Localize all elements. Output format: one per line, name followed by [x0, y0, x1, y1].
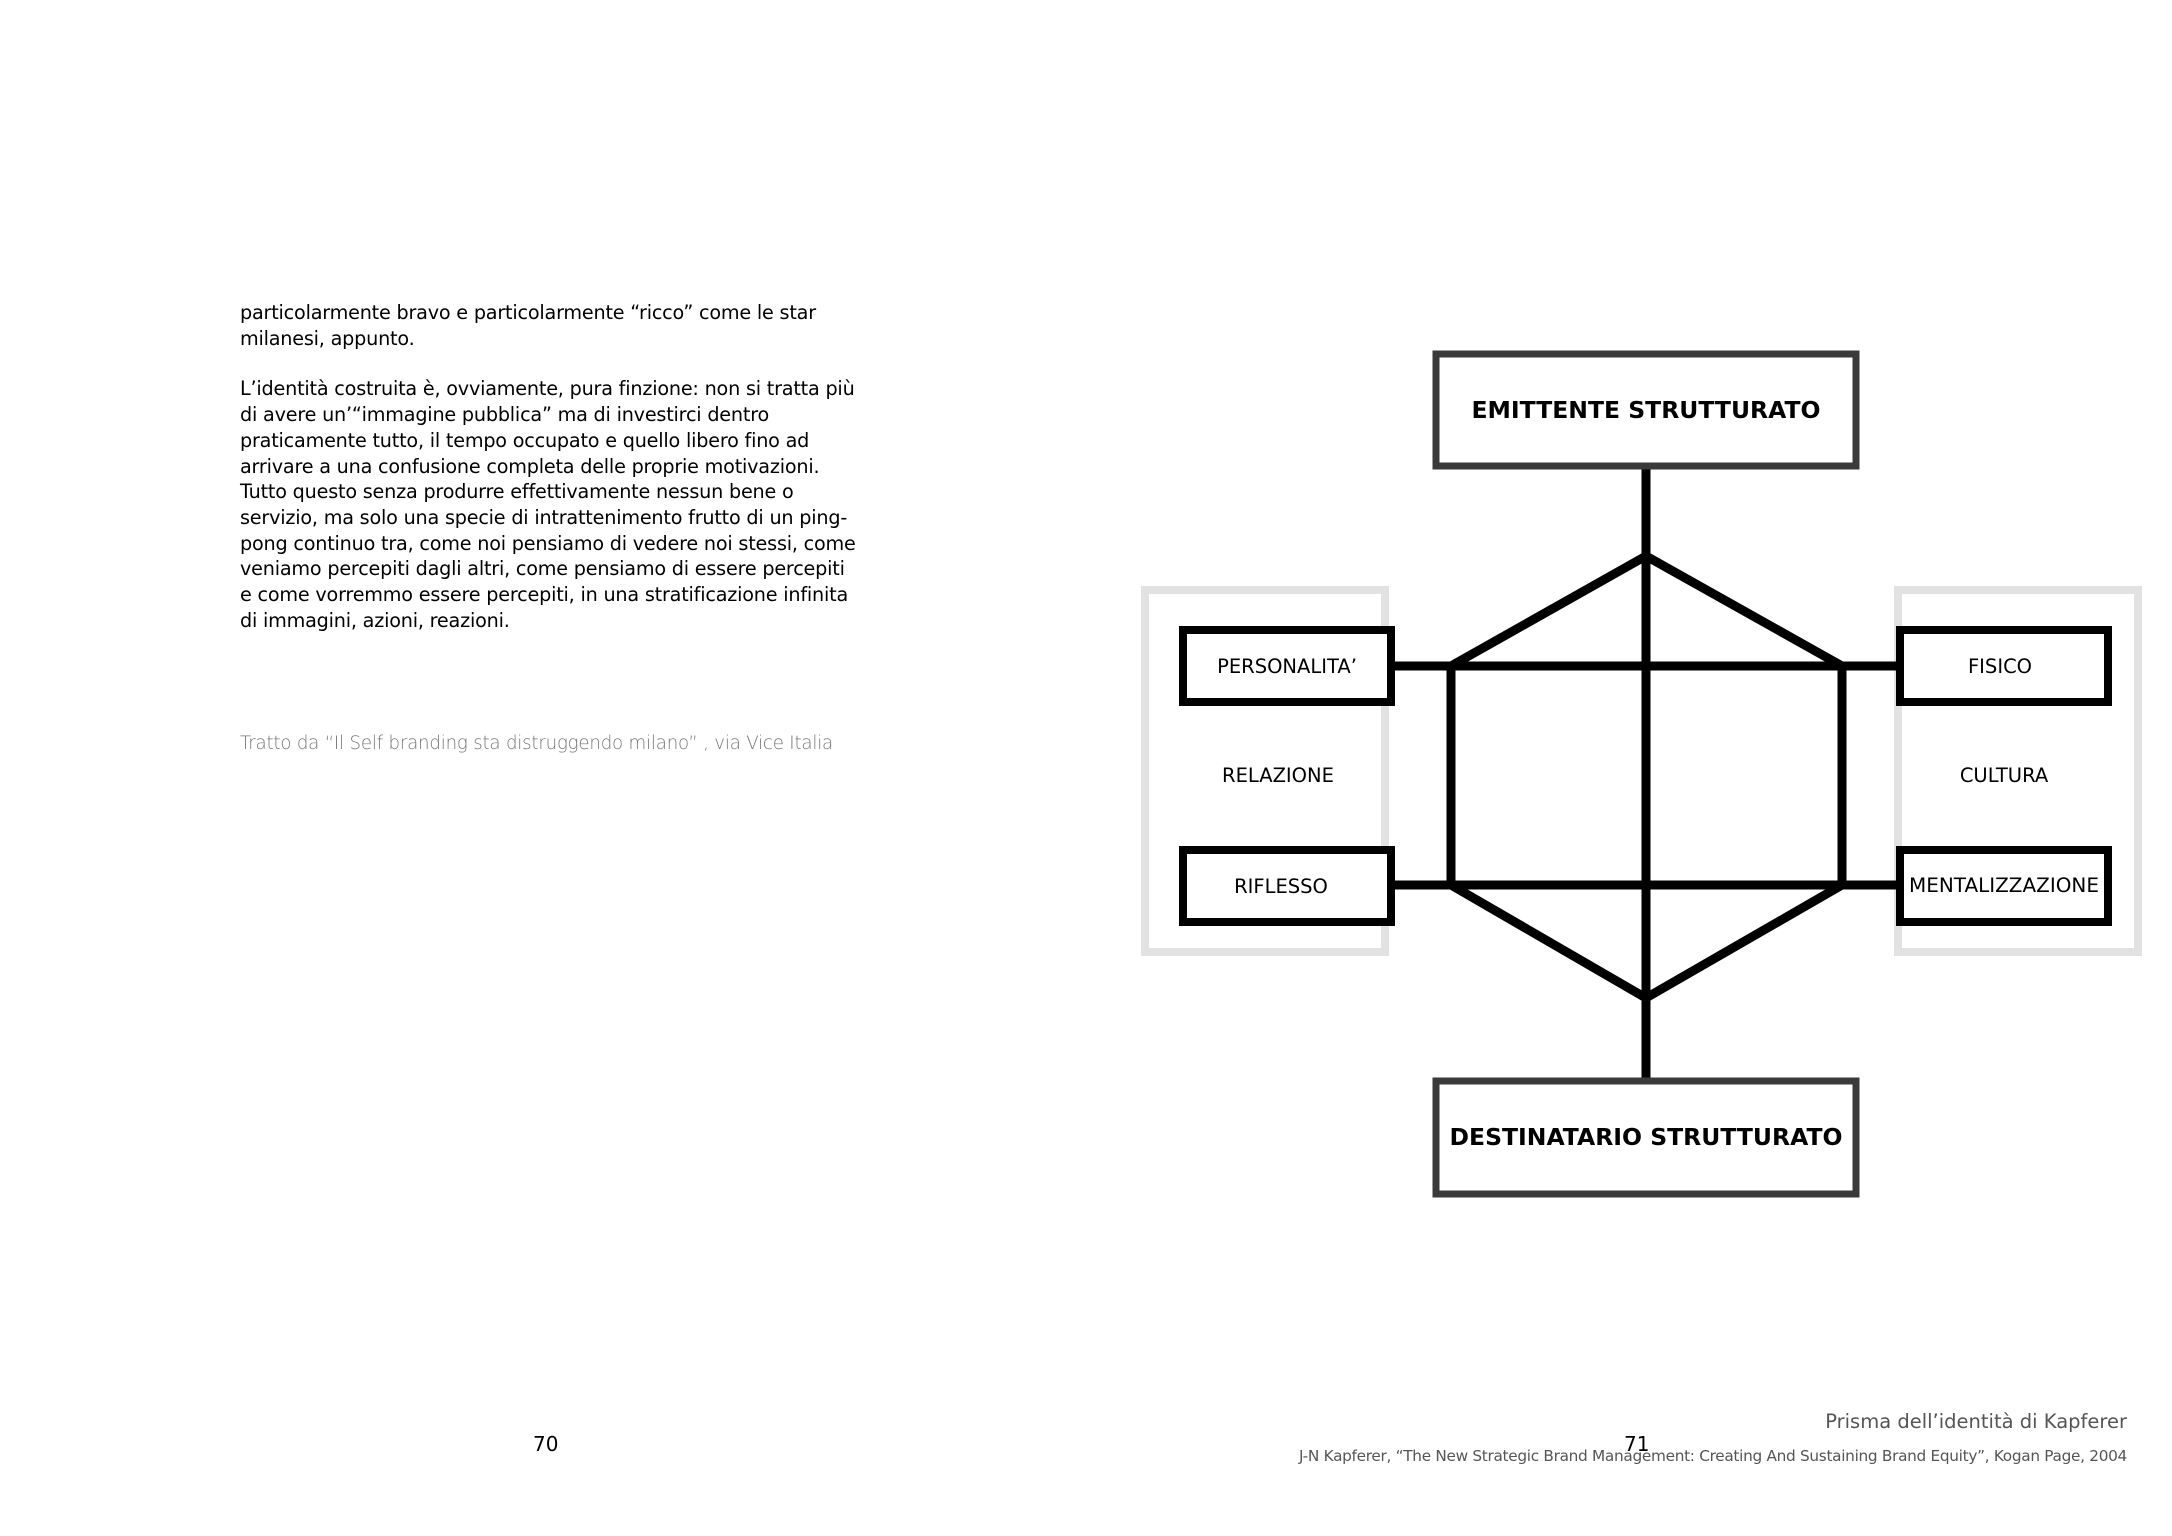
- label-destinatario: DESTINATARIO STRUTTURATO: [1450, 1123, 1843, 1151]
- figure-caption-title: Prisma dell’identità di Kapferer: [1825, 1410, 2127, 1433]
- page-number-right: 71: [1624, 1432, 1650, 1456]
- figure-caption-citation: J-N Kapferer, “The New Strategic Brand M…: [1299, 1447, 2127, 1465]
- quote-source: Tratto da “Il Self branding sta distrugg…: [240, 733, 833, 754]
- label-mentalizzazione: MENTALIZZAZIONE: [1909, 874, 2099, 897]
- box-mentalizzazione: [1896, 846, 2112, 926]
- box-riflesso: [1179, 846, 1395, 926]
- label-relazione: RELAZIONE: [1222, 764, 1334, 787]
- box-fisico: [1896, 626, 2112, 706]
- label-fisico: FISICO: [1968, 655, 2032, 678]
- label-riflesso: RIFLESSO: [1234, 875, 1328, 898]
- label-cultura: CULTURA: [1960, 764, 2049, 787]
- prism-lines: [1391, 468, 1900, 1080]
- paragraph-1: particolarmente bravo e particolarmente …: [240, 301, 816, 350]
- label-personalita: PERSONALITA’: [1217, 655, 1357, 678]
- box-destinatario: [1432, 1077, 1860, 1198]
- box-emittente: [1432, 350, 1860, 470]
- label-emittente: EMITTENTE STRUTTURATO: [1471, 396, 1820, 424]
- box-personalita: [1179, 626, 1395, 706]
- page-number-left: 70: [533, 1432, 559, 1456]
- left-panel: [1141, 586, 1389, 956]
- body-text: particolarmente bravo e particolarmente …: [240, 300, 860, 658]
- paragraph-2: L’identità costruita è, ovviamente, pura…: [240, 377, 856, 632]
- right-panel: [1894, 586, 2142, 956]
